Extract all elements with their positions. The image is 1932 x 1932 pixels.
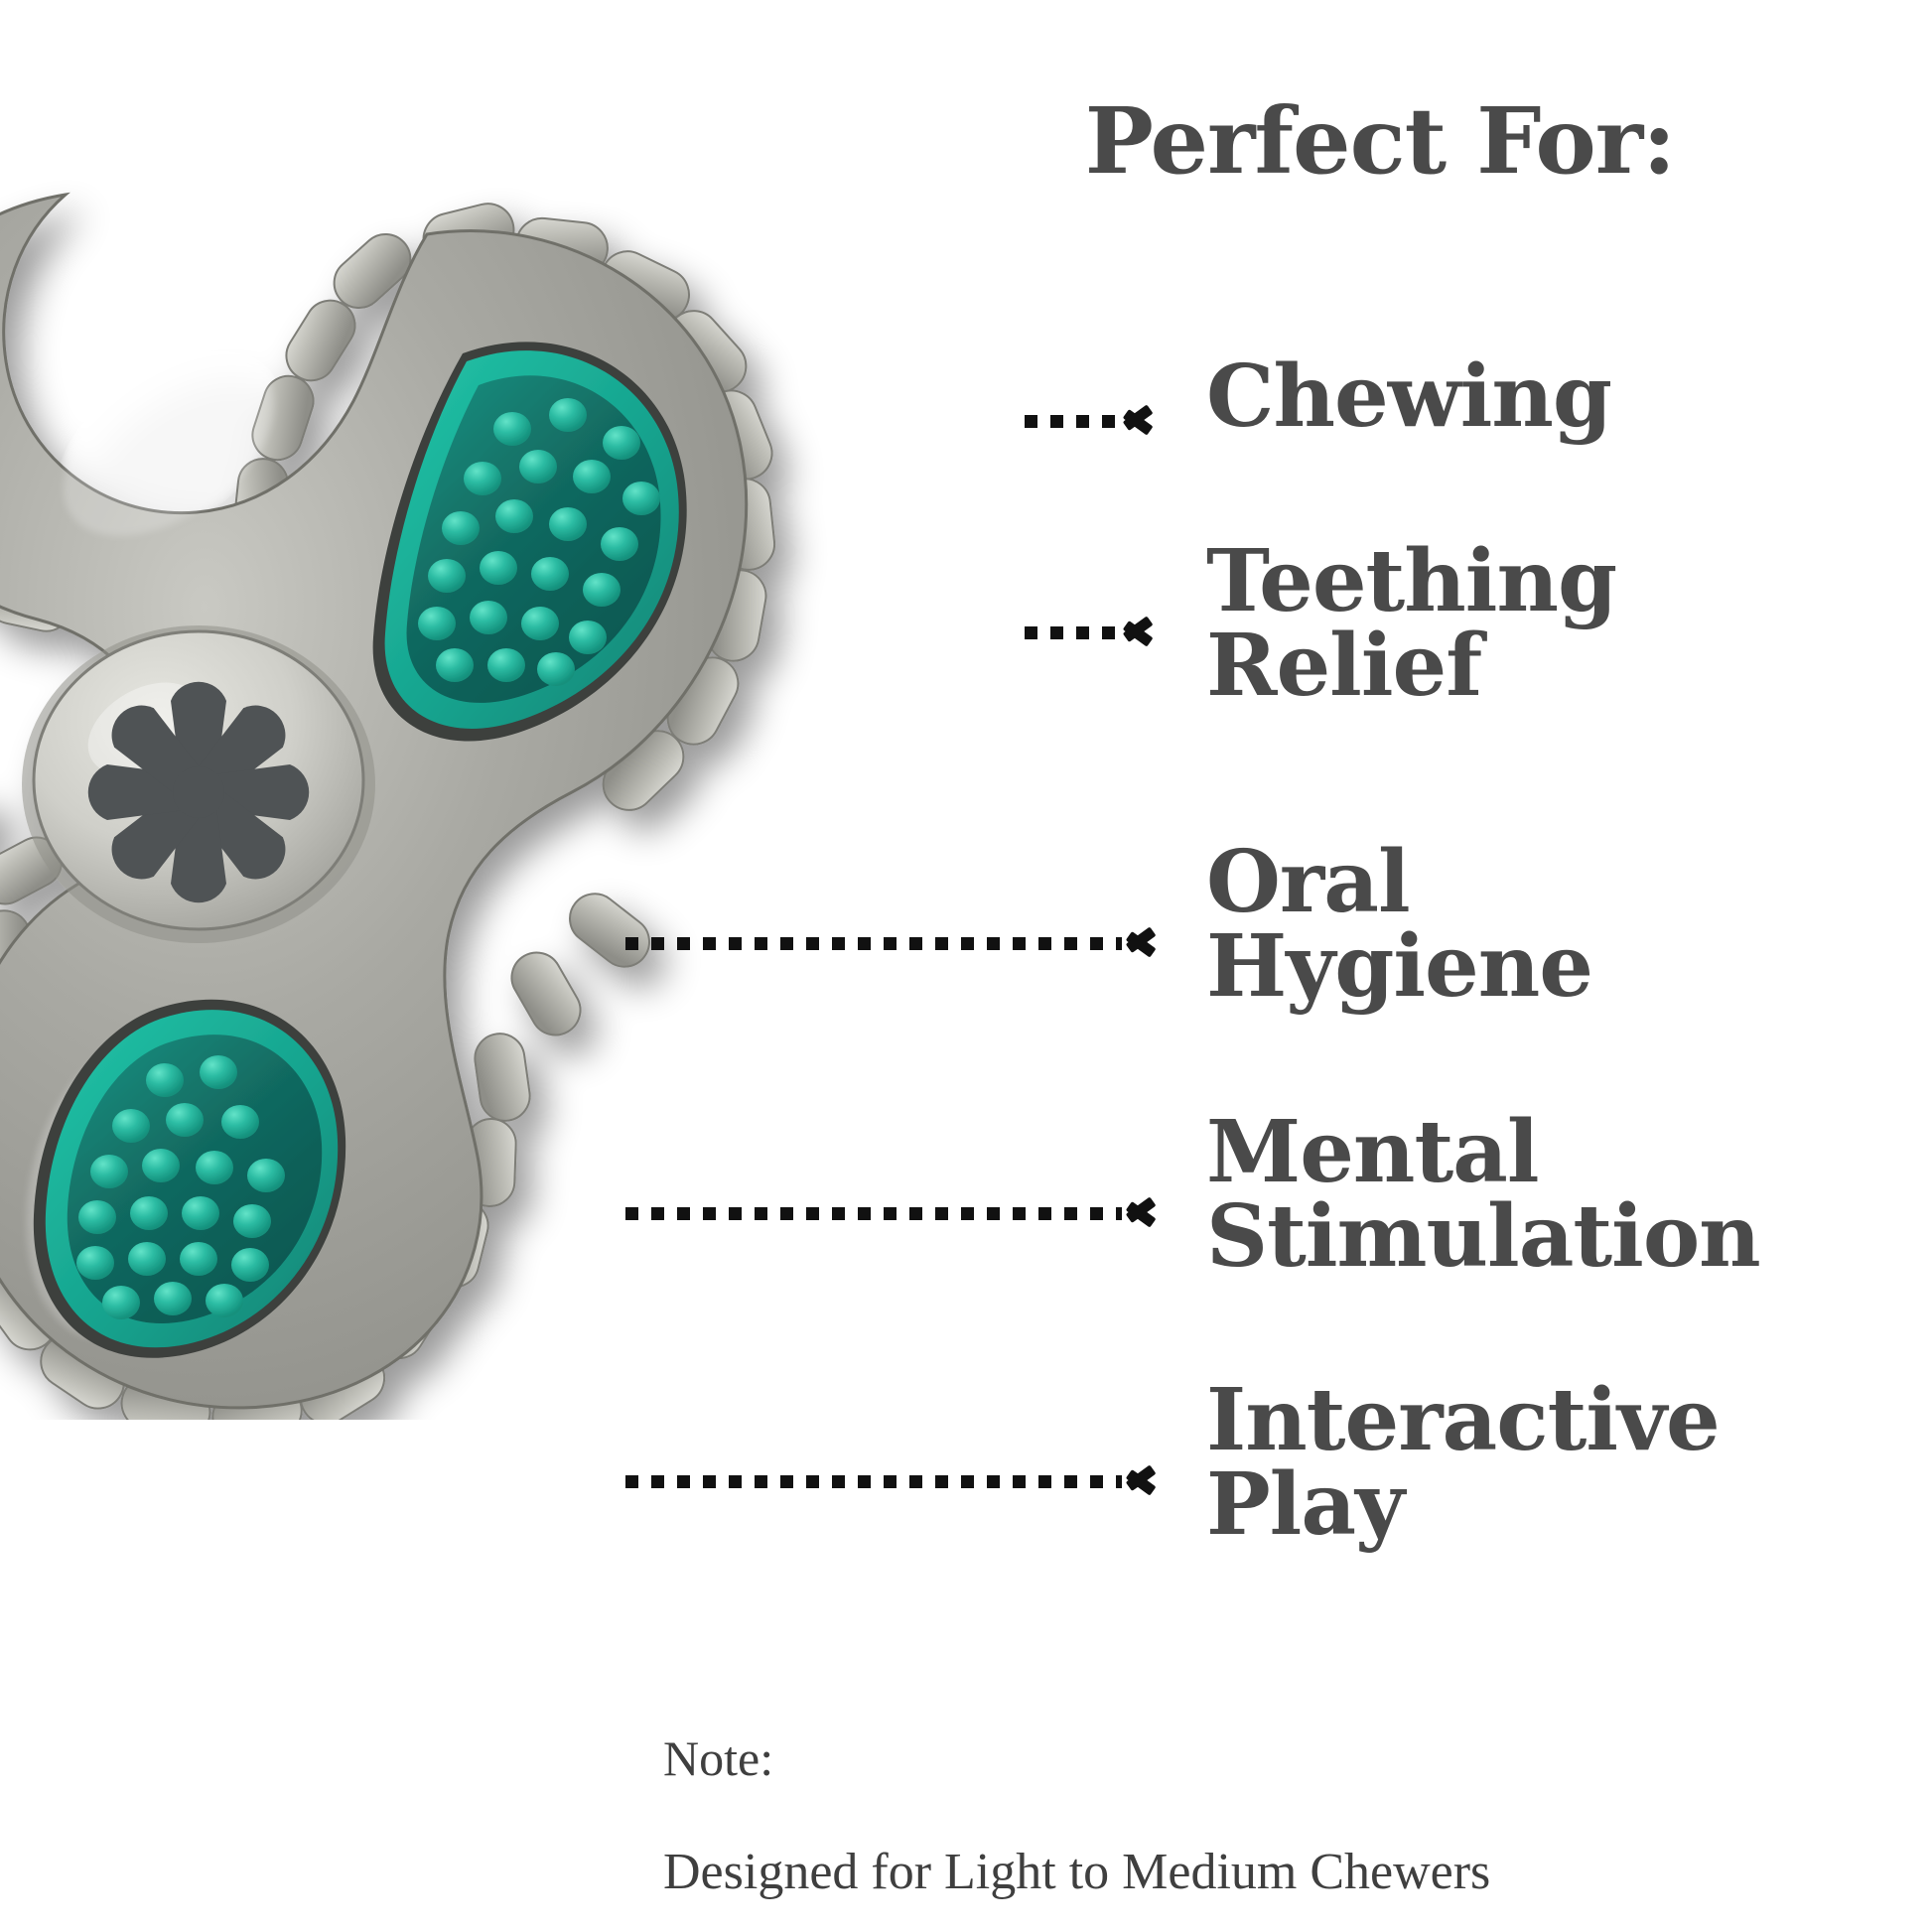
toy-center-hub: [22, 625, 375, 943]
benefit-label-teething-relief: Teething Relief: [1206, 531, 1617, 717]
benefit-arrow-oral-hygiene: [625, 928, 1162, 958]
benefit-arrow-interactive-play: [625, 1466, 1162, 1496]
benefit-label-interactive-play: Interactive Play: [1206, 1370, 1721, 1556]
benefit-label-mental-stimulation: Mental Stimulation: [1206, 1102, 1761, 1288]
toy-pad-upper-right: [372, 342, 687, 742]
pad-bumps: [418, 398, 660, 686]
toy-body: [0, 192, 776, 1420]
benefit-label-chewing: Chewing: [1206, 346, 1612, 447]
note-heading: Note:: [663, 1730, 774, 1786]
product-image: [0, 149, 923, 1420]
hub-star-icon: [87, 681, 310, 903]
page-title: Perfect For:: [1084, 87, 1676, 195]
benefit-arrow-chewing: [1025, 406, 1154, 436]
note-body: Designed for Light to Medium Chewers: [663, 1844, 1491, 1900]
pad-bumps: [76, 1055, 285, 1319]
toy-pad-lower-left: [33, 999, 346, 1358]
benefit-label-oral-hygiene: Oral Hygiene: [1206, 832, 1593, 1018]
benefit-arrow-mental-stimulation: [625, 1198, 1162, 1228]
benefit-arrow-teething-relief: [1025, 618, 1154, 647]
